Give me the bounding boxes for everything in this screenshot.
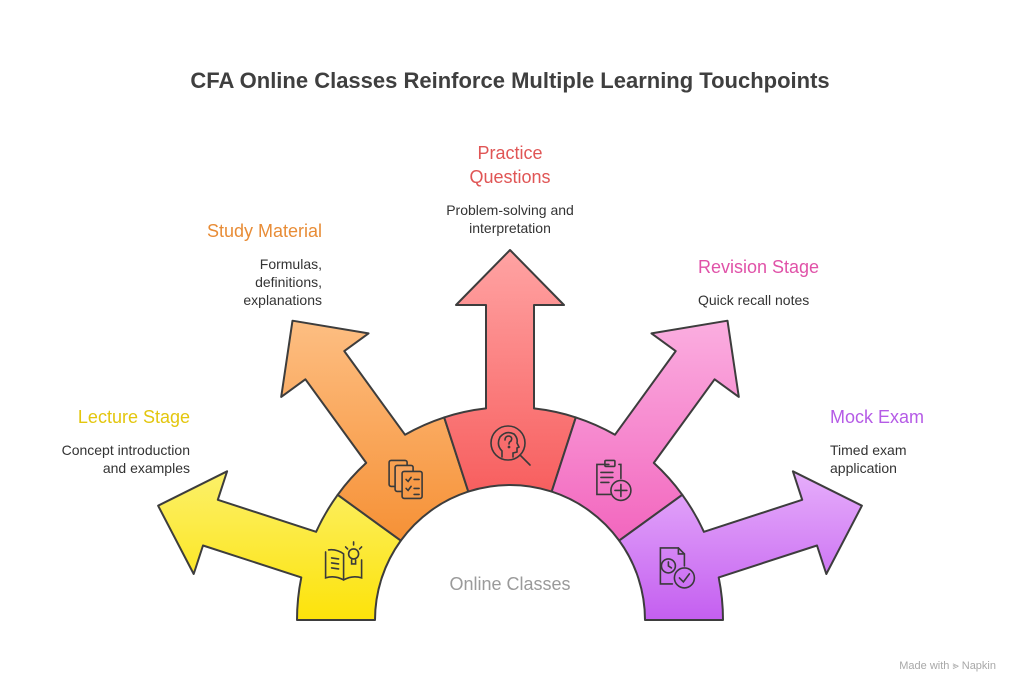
brand-text: Napkin xyxy=(961,660,996,672)
arrow-segment-lecture xyxy=(157,470,402,621)
stage-desc-lecture: Concept introduction and examples xyxy=(62,441,190,477)
desc-line: Timed exam xyxy=(830,442,907,458)
arrow-segment-practice xyxy=(443,249,577,493)
clipboard-add-icon xyxy=(596,459,632,502)
desc-line: Problem-solving and xyxy=(446,202,574,218)
checklist-documents-icon xyxy=(388,459,423,500)
desc-line: and examples xyxy=(102,460,190,476)
desc-line: application xyxy=(830,460,897,476)
stage-desc-revision: Quick recall notes xyxy=(698,291,809,309)
desc-line: Quick recall notes xyxy=(698,292,810,308)
arrow-segment-mock xyxy=(618,470,863,621)
stage-title-practice: Practice Questions xyxy=(410,141,610,189)
title-line: Questions xyxy=(469,167,551,187)
stage-title-mock: Mock Exam xyxy=(830,407,925,427)
title-line: Practice xyxy=(477,143,543,163)
desc-line: Formulas, xyxy=(259,256,322,272)
desc-line: definitions, xyxy=(255,274,322,290)
made-with-text: Made with xyxy=(899,660,950,672)
document-clock-check-icon xyxy=(659,547,696,589)
stage-desc-practice: Problem-solving and interpretation xyxy=(410,201,610,237)
napkin-watermark: Made with ⪢ Napkin xyxy=(899,660,996,673)
stage-title-study: Study Material xyxy=(206,221,322,241)
napkin-logo-icon: ⪢ xyxy=(952,660,959,672)
book-lightbulb-icon xyxy=(324,541,363,581)
desc-line: Concept introduction xyxy=(61,442,190,458)
head-question-search-icon xyxy=(490,425,531,466)
stage-title-lecture: Lecture Stage xyxy=(77,407,190,427)
center-label: Online Classes xyxy=(449,574,571,594)
page-title: CFA Online Classes Reinforce Multiple Le… xyxy=(190,68,830,93)
arrow-segment-study xyxy=(280,319,470,542)
stage-desc-study: Formulas, definitions, explanations xyxy=(243,255,322,309)
desc-line: explanations xyxy=(243,292,322,308)
stage-desc-mock: Timed exam application xyxy=(830,441,907,477)
stage-title-revision: Revision Stage xyxy=(698,257,820,277)
desc-line: interpretation xyxy=(469,220,551,236)
arrow-segment-revision xyxy=(550,319,740,542)
